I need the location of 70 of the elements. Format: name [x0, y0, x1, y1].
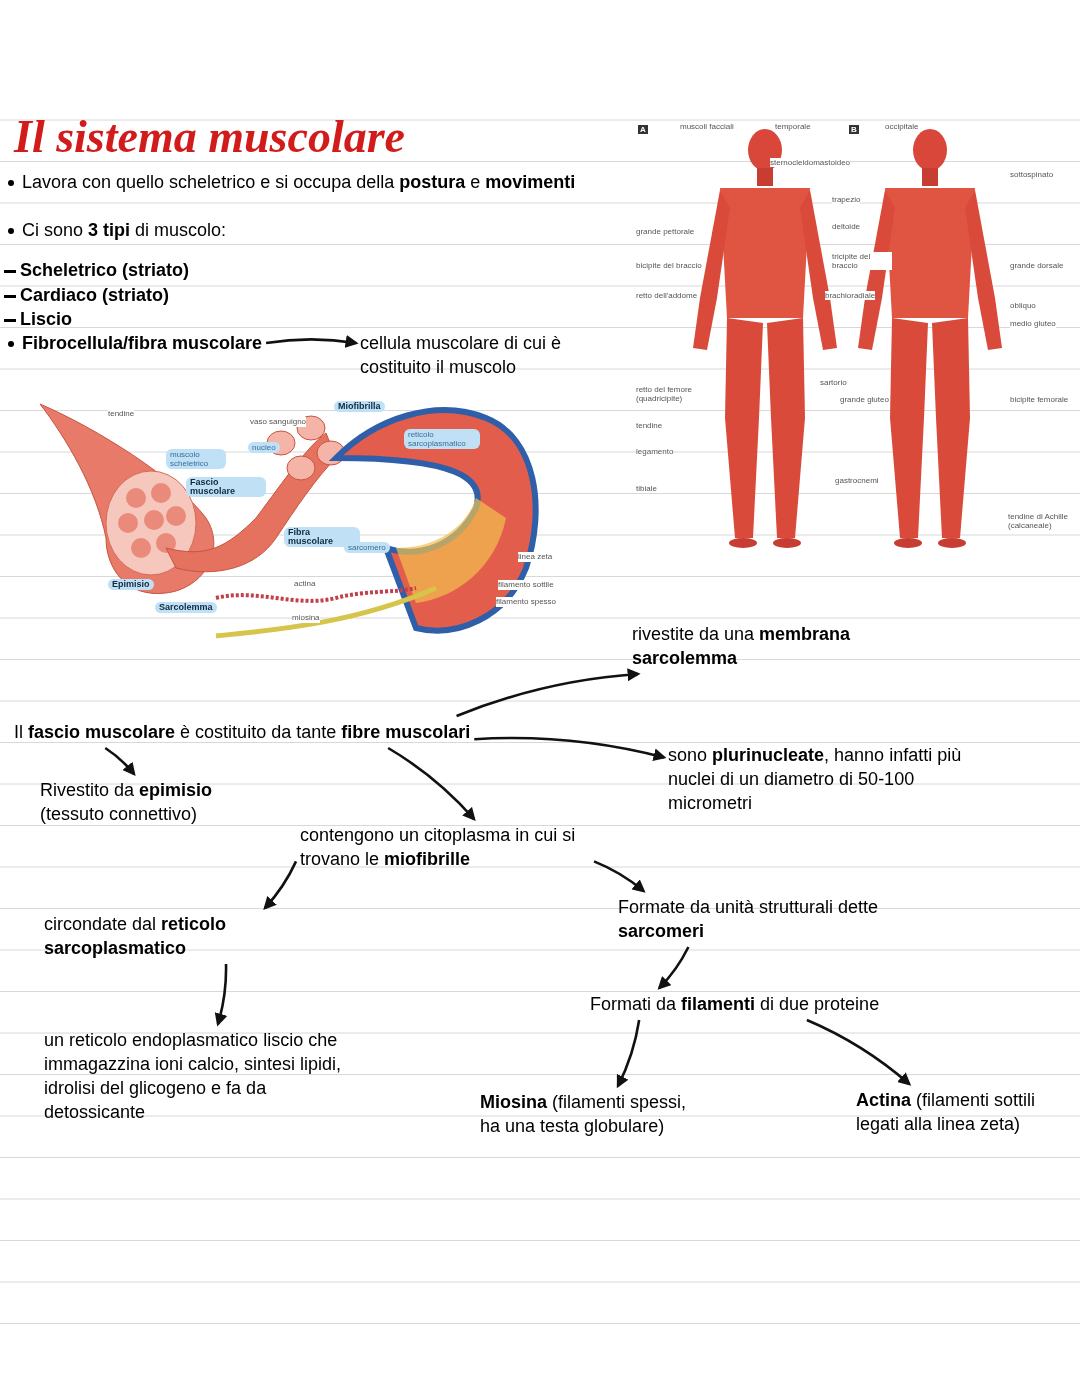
arrow: [806, 1018, 912, 1086]
panel-letter: A: [638, 125, 648, 134]
note-text: contengono un citoplasma in cui si trovano le miofibrille: [300, 823, 590, 871]
arrow: [657, 946, 690, 990]
anatomy-label: retto dell'addome: [636, 291, 698, 300]
anatomy-label: nucleo: [248, 442, 280, 453]
anatomy-label: medio gluteo: [1010, 319, 1056, 328]
anatomy-label: miosina: [292, 613, 320, 623]
anatomy-label: grande dorsale: [1010, 261, 1064, 270]
anatomy-label: tendine: [108, 409, 135, 419]
note-text: Formati da filamenti di due proteine: [590, 992, 880, 1016]
note-text: Lavora con quello scheletrico e si occupa della postura e movimenti: [22, 171, 576, 194]
panel-letter: B: [849, 125, 859, 134]
note-text: Miosina (filamenti spessi, ha una testa globulare): [480, 1090, 710, 1138]
anatomy-label: Fibra muscolare: [284, 527, 360, 547]
anatomy-label: Miofibrilla: [334, 401, 385, 412]
note-text: Il fascio muscolare è costituito da tante fibre muscolari: [14, 720, 471, 744]
anatomy-label: vaso sanguigno: [250, 417, 307, 427]
anatomy-label: muscolo scheletrico: [166, 449, 226, 469]
anatomy-label: legamento: [636, 447, 674, 456]
arrow: [593, 860, 646, 893]
note-text: Liscio: [20, 308, 72, 331]
anatomy-label: tricipite del braccio: [832, 252, 892, 270]
anatomy-label: gastrocnemi: [835, 476, 879, 485]
anatomy-label: sternocleidomastoideo: [770, 158, 851, 167]
note-text: Scheletrico (striato): [20, 259, 190, 282]
anatomy-label: reticolo sarcoplasmatico: [404, 429, 480, 449]
note-text: circondate dal reticolo sarcoplasmatico: [44, 912, 304, 960]
anatomy-label: actina: [294, 579, 316, 589]
anatomy-label: grande gluteo: [840, 395, 889, 404]
anatomy-label: tibiale: [636, 484, 657, 493]
title: Il sistema muscolare: [14, 110, 406, 164]
anatomy-label: muscoli facciali: [680, 122, 734, 131]
note-text: sono plurinucleate, hanno infatti più nuclei di un diametro di 50-100 micrometri: [668, 743, 998, 815]
arrow: [616, 1019, 641, 1089]
arrow: [214, 964, 228, 1027]
anatomy-label: deltoide: [832, 222, 861, 231]
note-text: rivestite da una membrana sarcolemma: [632, 622, 932, 670]
arrow: [104, 746, 136, 776]
anatomy-label: bicipite del braccio: [636, 261, 702, 270]
note-text: Rivestito da epimisio (tessuto connettivo): [40, 778, 240, 826]
anatomy-label: Epimisio: [108, 579, 154, 590]
note-text: un reticolo endoplasmatico liscio che immagazzina ioni calcio, sintesi lipidi, idrolisi del glicogeno e fa da detossicante: [44, 1028, 344, 1124]
arrow: [456, 668, 641, 718]
anatomy-label: occipitale: [885, 122, 919, 131]
anatomy-label: tendine: [636, 421, 663, 430]
arrow: [387, 746, 476, 821]
note-text: Ci sono 3 tipi di muscolo:: [22, 219, 227, 242]
anatomy-label: temporale: [775, 122, 811, 131]
anatomy-label: sottospinato: [1010, 170, 1054, 179]
anatomy-label: linea zeta: [518, 552, 553, 562]
anatomy-label: trapezio: [832, 195, 861, 204]
note-text: Formate da unità strutturali dette sarcomeri: [618, 895, 938, 943]
note-text: Fibrocellula/fibra muscolare: [22, 331, 263, 355]
anatomy-label: filamento sottile: [498, 580, 554, 590]
note-text: Cardiaco (striato): [20, 284, 170, 307]
anatomy-label: sarcomero: [344, 542, 390, 553]
arrow: [474, 736, 667, 762]
note-text: cellula muscolare di cui è costituito il muscolo: [360, 331, 630, 379]
note-text: Actina (filamenti sottili legati alla linea zeta): [856, 1088, 1046, 1136]
anatomy-label: brachioradiale: [825, 291, 876, 300]
anatomy-label: obliquo: [1010, 301, 1036, 310]
arrow: [265, 335, 359, 348]
anatomy-label: grande pettorale: [636, 227, 695, 236]
anatomy-label: Fascio muscolare: [186, 477, 266, 497]
anatomy-label: bicipite femorale: [1010, 395, 1069, 404]
arrow: [263, 860, 298, 910]
anatomy-label: filamento spesso: [496, 597, 557, 607]
anatomy-label: Sarcolemma: [155, 602, 217, 613]
anatomy-label: sartorio: [820, 378, 847, 387]
